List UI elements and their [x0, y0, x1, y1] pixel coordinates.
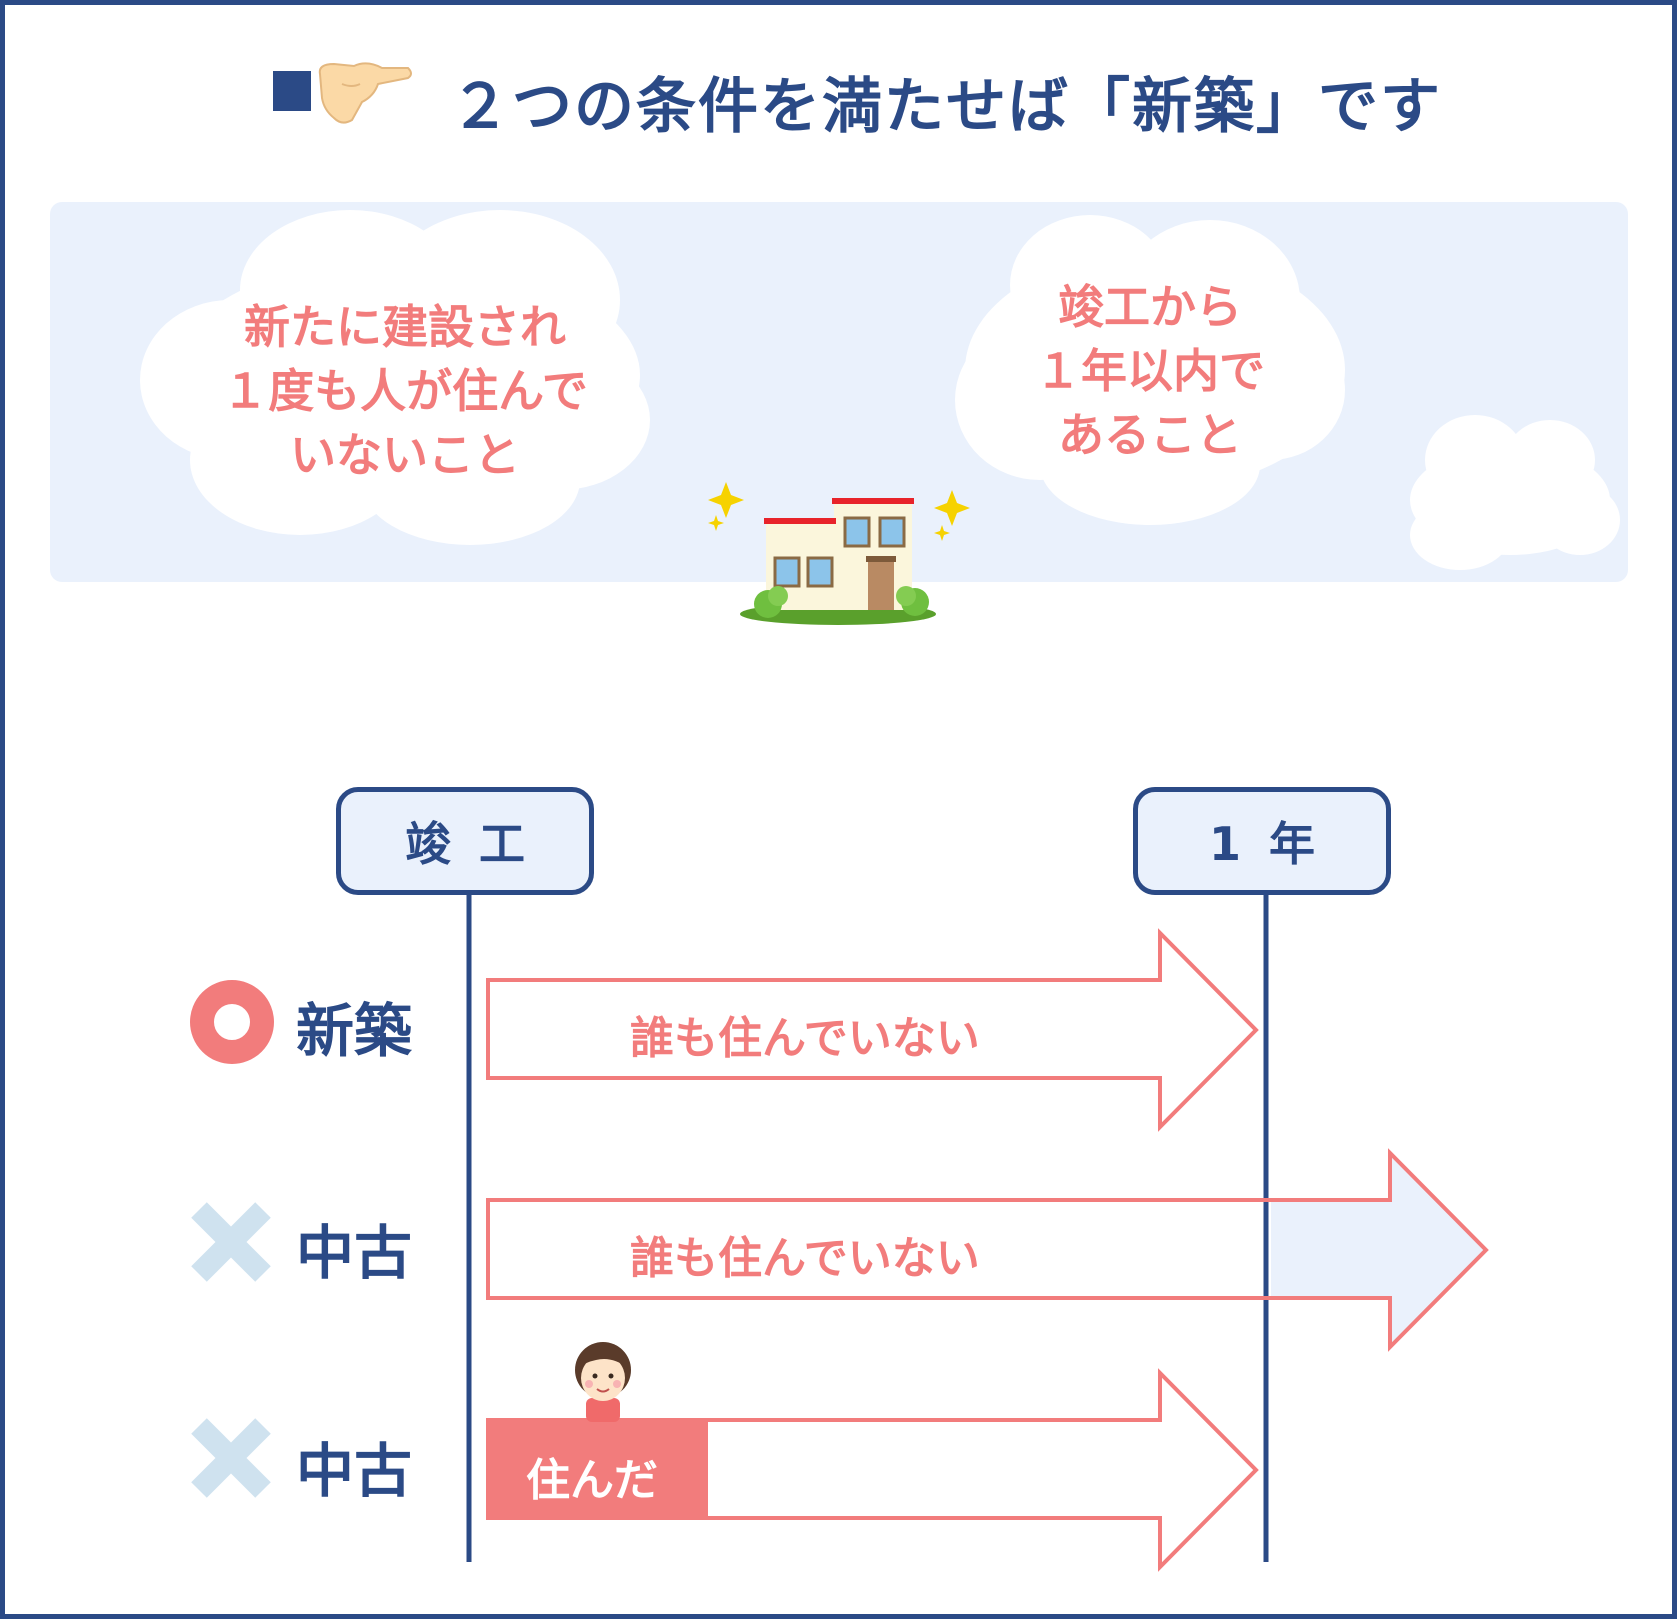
- start-tag: 竣工: [336, 787, 594, 895]
- circle-mark-icon: [202, 992, 262, 1052]
- row-1-note: 誰も住んでいない: [630, 1002, 980, 1066]
- house-icon: [740, 498, 936, 625]
- cross-mark-icon-1: [199, 1210, 263, 1274]
- person-icon: [575, 1342, 631, 1422]
- small-cloud-shape: [1410, 415, 1620, 570]
- row-1-label: 新築: [296, 984, 412, 1068]
- condition-1-text: 新たに建設され １度も人が住んで いないこと: [185, 295, 625, 487]
- row-2-label: 中古: [296, 1206, 412, 1290]
- row-3-note: 住んだ: [526, 1444, 658, 1508]
- row-2-note: 誰も住んでいない: [630, 1222, 980, 1286]
- end-tag: 1年: [1133, 787, 1391, 895]
- condition-2-text: 竣工から １年以内で あること: [990, 275, 1310, 467]
- cross-mark-icon-2: [199, 1426, 263, 1490]
- row-3-label: 中古: [296, 1424, 412, 1508]
